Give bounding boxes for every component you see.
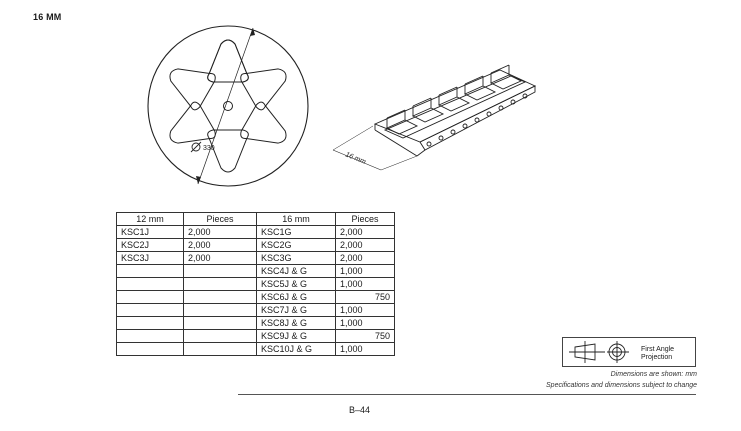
table-cell: 1,000 [335,264,395,278]
table-row: KSC4J & G 1,000 [116,264,395,278]
table-cell [116,316,184,330]
reel-window [160,39,296,173]
table-cell: KSC3J [116,251,184,265]
table-row: KSC1J 2,000 KSC1G 2,000 [116,225,395,239]
table-cell: 1,000 [335,303,395,317]
table-cell [183,277,257,291]
table-row: KSC10J & G 1,000 [116,342,395,356]
table-header-row: 12 mm Pieces 16 mm Pieces [116,212,395,226]
table-cell [116,303,184,317]
table-row: KSC6J & G 750 [116,290,395,304]
table-row: KSC2J 2,000 KSC2G 2,000 [116,238,395,252]
table-cell: 2,000 [335,238,395,252]
table-cell: KSC6J & G [256,290,336,304]
page-number: B–44 [349,405,371,415]
table-cell [116,277,184,291]
table-cell [116,342,184,356]
projection-box: First Angle Projection [562,337,696,367]
header-pieces-12mm: Pieces [183,212,257,226]
section-heading: 16 MM [33,12,62,22]
header-12mm: 12 mm [116,212,184,226]
table-cell: KSC4J & G [256,264,336,278]
header-16mm: 16 mm [256,212,336,226]
table-cell: 2,000 [183,225,257,239]
table-row: KSC8J & G 1,000 [116,316,395,330]
header-pieces-16mm: Pieces [335,212,395,226]
footer-divider [238,394,696,395]
table-cell [183,303,257,317]
reel-diameter-label: 330 [203,145,215,152]
table-cell: 2,000 [335,251,395,265]
table-cell: 2,000 [183,238,257,252]
table-cell: 750 [335,290,395,304]
table-cell: 2,000 [335,225,395,239]
table-cell [116,290,184,304]
table-cell: 750 [335,329,395,343]
tape-width-label: 16 mm [344,151,367,166]
table-row: KSC5J & G 1,000 [116,277,395,291]
table-cell: KSC8J & G [256,316,336,330]
table-cell: KSC7J & G [256,303,336,317]
table-row: KSC9J & G 750 [116,329,395,343]
table-cell [183,316,257,330]
specifications-note: Specifications and dimensions subject to… [546,382,697,389]
table-cell [116,329,184,343]
table-cell [183,264,257,278]
table-cell: 1,000 [335,342,395,356]
table-cell: KSC3G [256,251,336,265]
dimensions-note: Dimensions are shown: mm [610,371,697,378]
table-cell [183,329,257,343]
projection-line2: Projection [641,354,673,361]
table-cell: KSC5J & G [256,277,336,291]
table-cell [183,342,257,356]
table-cell: KSC1J [116,225,184,239]
pieces-table: 12 mm Pieces 16 mm Pieces KSC1J 2,000 KS… [116,212,395,356]
sprocket-holes [426,93,528,147]
table-cell: KSC9J & G [256,329,336,343]
table-row: KSC3J 2,000 KSC3G 2,000 [116,251,395,265]
carrier-tape-drawing: 16 mm [332,64,537,171]
table-cell: 1,000 [335,316,395,330]
projection-line1: First Angle [641,346,675,353]
table-cell: KSC2J [116,238,184,252]
table-cell [116,264,184,278]
first-angle-projection-icon [569,341,629,363]
table-cell: KSC2G [256,238,336,252]
table-cell: KSC1G [256,225,336,239]
table-cell [183,290,257,304]
reel-drawing: 330 [147,25,309,187]
table-cell: 2,000 [183,251,257,265]
table-row: KSC7J & G 1,000 [116,303,395,317]
table-cell: KSC10J & G [256,342,336,356]
table-cell: 1,000 [335,277,395,291]
